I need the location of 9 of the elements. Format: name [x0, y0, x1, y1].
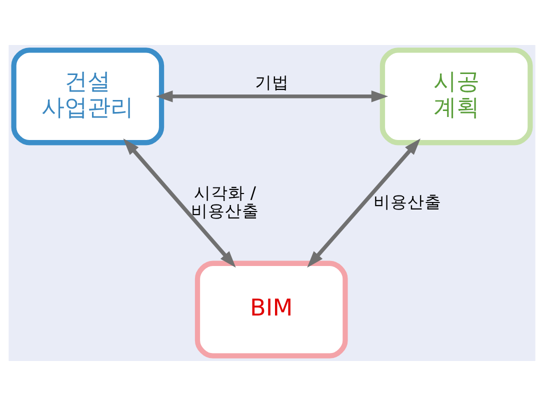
- node-box: 시공 계획: [380, 47, 533, 145]
- node-box: BIM: [194, 260, 348, 358]
- edge-label: 시각화 / 비용산출: [191, 182, 260, 220]
- arrow: [123, 138, 236, 268]
- edge-label: 기법: [255, 72, 289, 92]
- arrow: [307, 138, 421, 268]
- edge-label: 비용산출: [374, 192, 442, 211]
- arrow: [156, 90, 388, 102]
- node-box: 건설 사업관리: [11, 47, 164, 145]
